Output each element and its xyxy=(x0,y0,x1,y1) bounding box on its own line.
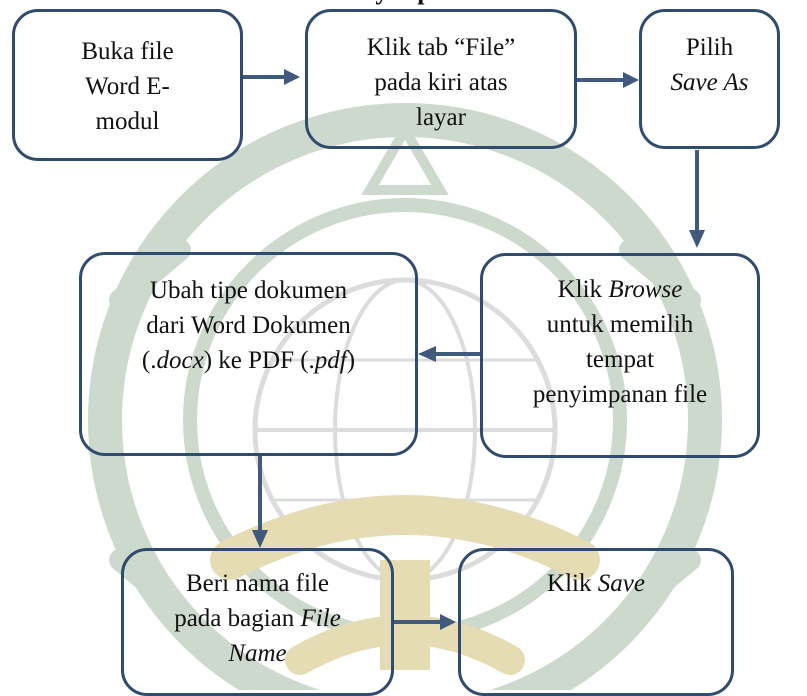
watermark-ring-outer xyxy=(88,103,722,690)
step-text-line: Save As xyxy=(670,69,749,96)
arrow-head-4-6 xyxy=(252,530,268,548)
step-text-line: Klik tab “File” xyxy=(366,34,516,61)
step-text-line: tempat xyxy=(585,346,655,373)
arrow-head-5-4 xyxy=(418,346,436,362)
arrow-head-6-7 xyxy=(440,614,456,630)
arrow-head-3-5 xyxy=(689,230,705,248)
step-text-line: modul xyxy=(95,108,160,135)
step-open-word-file: Buka file Word E- modul xyxy=(12,9,243,161)
step-text-line: pada bagian File xyxy=(174,605,341,632)
heading-fragment: nyimpan xyxy=(300,0,520,6)
step-text-line: Buka file xyxy=(81,38,174,65)
step-text-line: penyimpanan file xyxy=(532,381,708,408)
step-text-line: Ubah tipe dokumen xyxy=(149,277,348,304)
step-give-file-name: Beri nama file pada bagian File Name xyxy=(121,548,394,696)
step-click-save: Klik Save xyxy=(458,548,734,696)
watermark-gold-arch xyxy=(210,495,600,580)
step-click-file-tab: Klik tab “File” pada kiri atas layar xyxy=(305,9,577,149)
step-text-line: layar xyxy=(416,104,466,131)
step-text-line: Word E- xyxy=(85,73,170,100)
step-text-line: Pilih xyxy=(685,34,734,61)
step-text-line: pada kiri atas xyxy=(374,69,508,96)
step-text-line: Beri nama file xyxy=(186,570,329,597)
step-text-line: Name xyxy=(228,640,287,667)
step-change-document-type: Ubah tipe dokumen dari Word Dokumen (.do… xyxy=(79,252,418,456)
step-text-line: untuk memilih xyxy=(546,311,694,338)
step-text-line: Klik Browse xyxy=(557,276,683,303)
step-click-browse: Klik Browse untuk memilih tempat penyimp… xyxy=(480,253,760,458)
step-choose-save-as: Pilih Save As xyxy=(639,9,780,149)
arrow-head-2-3 xyxy=(623,72,639,88)
step-text-line: dari Word Dokumen xyxy=(146,312,351,339)
step-text-line: Klik Save xyxy=(547,570,645,597)
step-text-line: (.docx) ke PDF (.pdf) xyxy=(141,347,356,374)
watermark-star-point xyxy=(361,120,449,195)
arrow-head-1-2 xyxy=(284,69,300,85)
